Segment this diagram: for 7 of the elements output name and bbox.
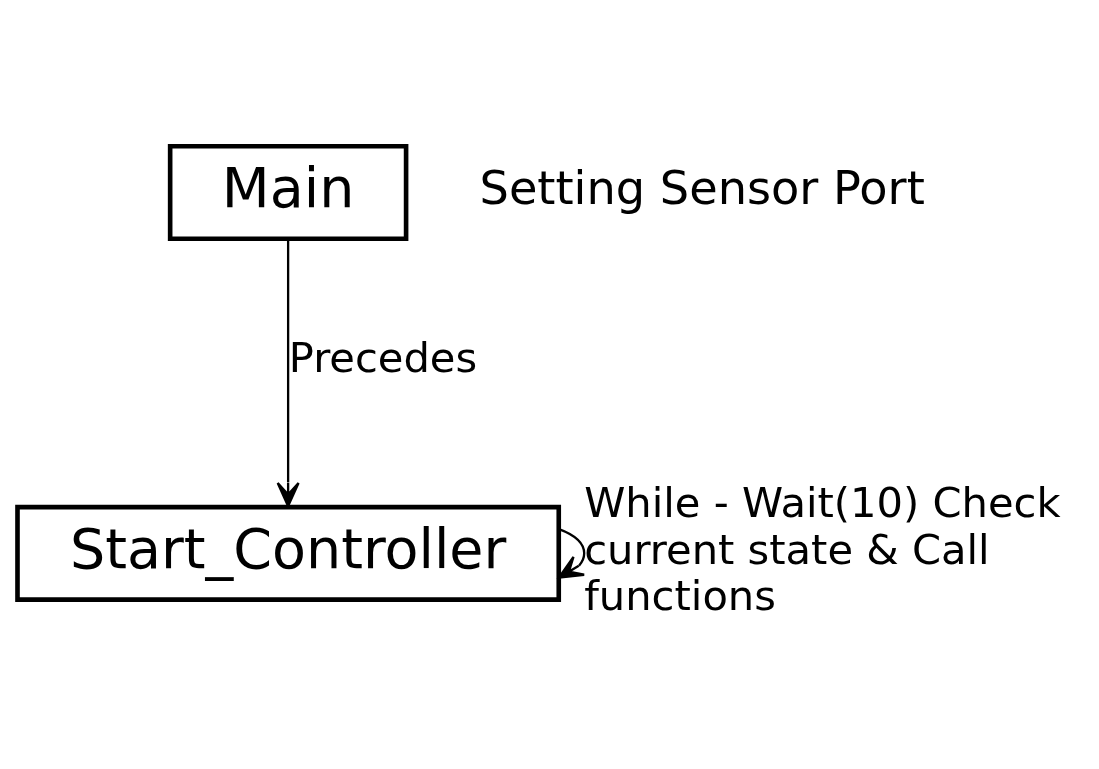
arrow [557, 527, 586, 579]
arrow [276, 239, 300, 508]
node-box: Main [167, 143, 409, 242]
node-box: Start_Controller [15, 504, 562, 602]
edge-label: While - Wait(10) Check current state & Call functions [584, 478, 1061, 620]
edge-label: Precedes [288, 332, 478, 382]
node-label: Setting Sensor Port [479, 161, 925, 216]
